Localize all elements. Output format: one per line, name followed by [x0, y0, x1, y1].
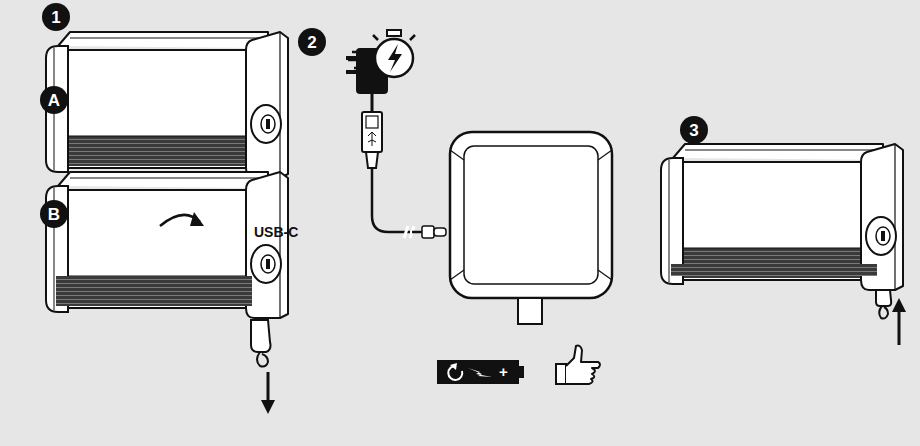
callout-text: A — [48, 92, 60, 109]
callout-text: 3 — [689, 122, 698, 139]
callout-number: 1 — [42, 3, 70, 31]
connector-label: USB-C — [254, 225, 298, 239]
callout-number: 2 — [298, 28, 326, 56]
callout-text: 2 — [307, 34, 316, 51]
callout-text: B — [48, 206, 60, 223]
callout-number: 3 — [680, 116, 708, 144]
callout-number: A — [40, 86, 68, 114]
callout-text: 1 — [51, 9, 60, 26]
callout-number: B — [40, 200, 68, 228]
battery-symbol-text: + — [499, 364, 508, 379]
